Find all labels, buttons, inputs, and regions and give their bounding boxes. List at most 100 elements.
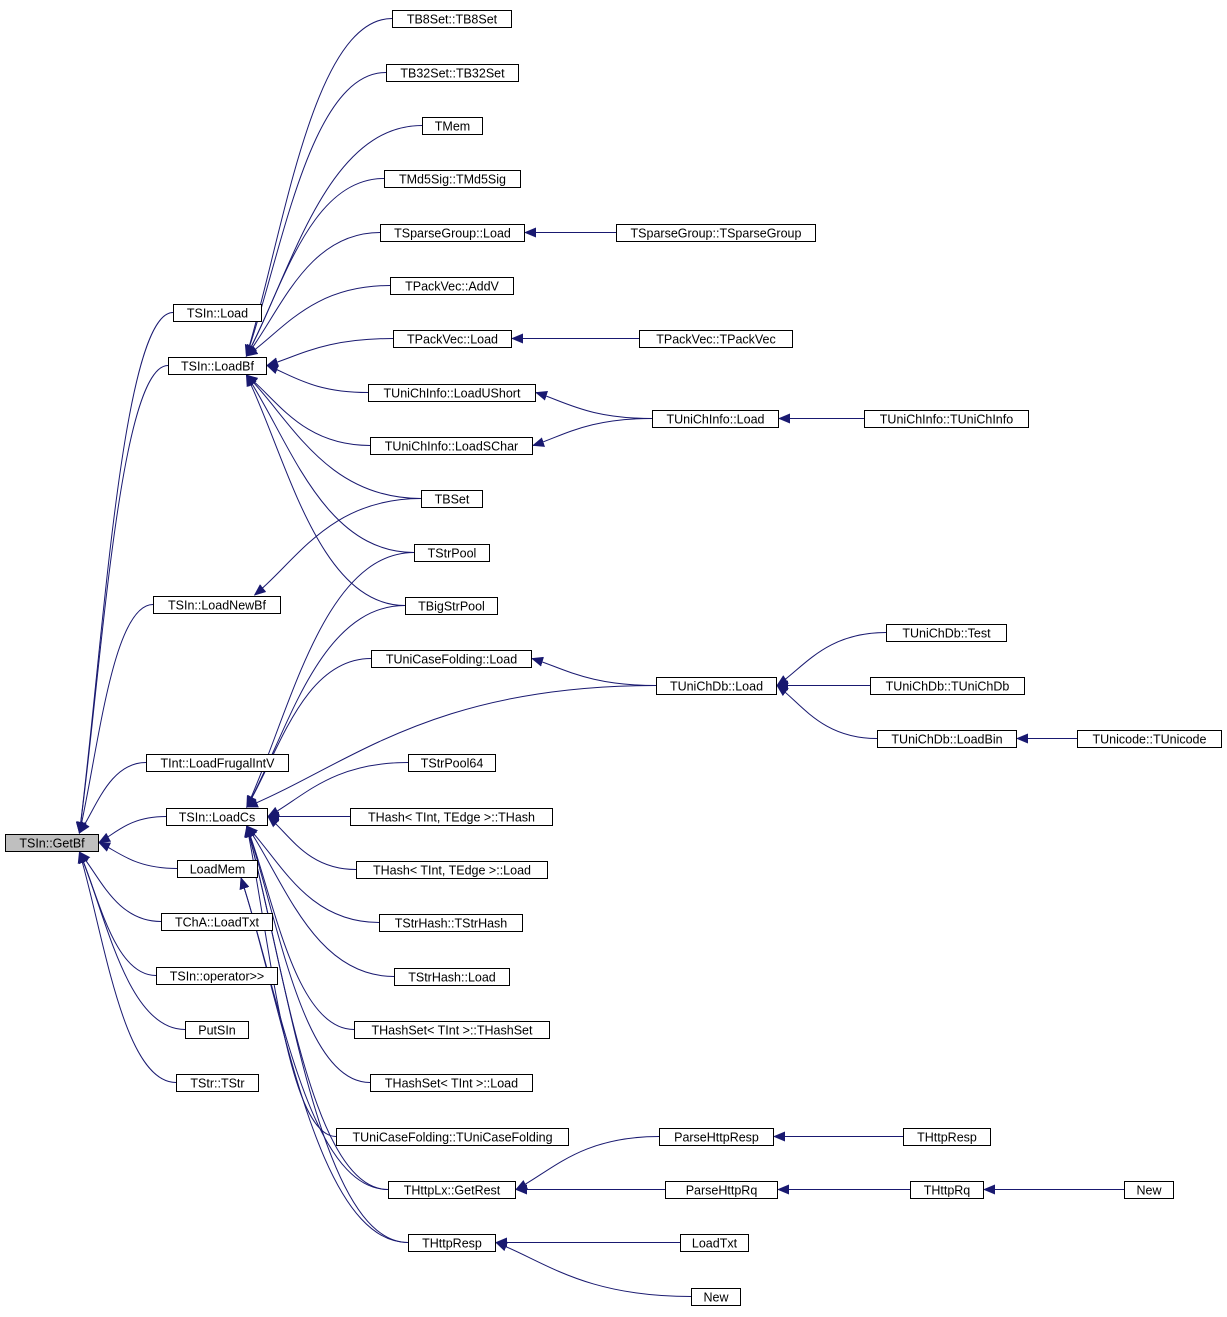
node-box: [384, 170, 521, 188]
node-tb32-set[interactable]: TB32Set::TB32Set: [386, 64, 519, 82]
node-tstr[interactable]: TStr::TStr: [176, 1074, 259, 1092]
node-sin-load[interactable]: TSIn::Load: [173, 304, 262, 322]
node-tmem[interactable]: TMem: [422, 117, 483, 135]
node-box: [153, 596, 281, 614]
node-label: TB32Set::TB32Set: [400, 67, 505, 81]
edge-sparse-group-load-to-load-bf: [245, 232, 381, 357]
edge-load-frugal-to-get-bf: [78, 762, 147, 834]
edges-layer: [75, 18, 1124, 1297]
node-box: [652, 410, 779, 428]
edge-tb8-set-to-load-bf: [244, 18, 393, 357]
edge-load-ushort-to-load-bf: [266, 364, 369, 393]
node-label: LoadTxt: [692, 1237, 738, 1251]
node-thash-thash[interactable]: THash< TInt, TEdge >::THash: [350, 808, 553, 826]
nodes-layer: TSIn::GetBf TSIn::LoadTSIn::LoadBfTSIn::L…: [5, 10, 1222, 1306]
node-box: [877, 730, 1017, 748]
node-tbset[interactable]: TBSet: [421, 490, 483, 508]
node-load-txt[interactable]: LoadTxt: [680, 1234, 749, 1252]
node-thash-set-load[interactable]: THashSet< TInt >::Load: [370, 1074, 533, 1092]
edge-uni-ch-db-load-to-load-cs: [245, 685, 657, 808]
node-parse-http-resp[interactable]: ParseHttpResp: [659, 1128, 774, 1146]
node-label: LoadMem: [190, 863, 246, 877]
node-load-mem[interactable]: LoadMem: [177, 860, 258, 878]
node-label: TStrPool: [428, 547, 477, 561]
node-tstr-pool[interactable]: TStrPool: [414, 544, 490, 562]
node-box: [414, 544, 490, 562]
node-label: THash< TInt, TEdge >::THash: [368, 811, 535, 825]
node-tb8-set[interactable]: TB8Set::TB8Set: [392, 10, 512, 28]
node-uni-ch-db-load-bin[interactable]: TUniChDb::LoadBin: [877, 730, 1017, 748]
node-load-frugal[interactable]: TInt::LoadFrugalIntV: [146, 754, 289, 772]
node-get-bf[interactable]: TSIn::GetBf: [5, 834, 99, 852]
node-box: [177, 860, 258, 878]
node-box: [161, 913, 273, 931]
node-load-new-bf[interactable]: TSIn::LoadNewBf: [153, 596, 281, 614]
node-label: TSIn::LoadNewBf: [168, 599, 266, 613]
node-unicode-ctor[interactable]: TUnicode::TUnicode: [1077, 730, 1222, 748]
edge-tb32-set-to-load-bf: [245, 72, 387, 357]
node-uni-ch-db-test[interactable]: TUniChDb::Test: [886, 624, 1007, 642]
node-label: TSIn::operator>>: [170, 970, 265, 984]
node-label: THashSet< TInt >::THashSet: [372, 1024, 533, 1038]
node-box: [5, 834, 99, 852]
node-label: TUniCaseFolding::TUniCaseFolding: [352, 1131, 552, 1145]
node-pack-vec-add-v[interactable]: TPackVec::AddV: [390, 277, 514, 295]
edge-uni-ch-db-test-to-uni-ch-db-load: [776, 632, 887, 687]
node-label: TUniCaseFolding::Load: [386, 653, 517, 667]
node-tstr-hash-load[interactable]: TStrHash::Load: [394, 968, 510, 986]
node-box: [870, 677, 1025, 695]
node-uni-ch-db-load[interactable]: TUniChDb::Load: [656, 677, 777, 695]
node-put-sin[interactable]: PutSIn: [185, 1021, 249, 1039]
node-label: TPackVec::Load: [407, 333, 498, 347]
node-label: TInt::LoadFrugalIntV: [161, 757, 276, 771]
node-get-rest[interactable]: THttpLx::GetRest: [388, 1181, 516, 1199]
node-tbig-str-pool[interactable]: TBigStrPool: [405, 597, 498, 615]
edge-load-schar-to-load-bf: [245, 374, 371, 446]
node-box: [405, 597, 498, 615]
edge-load-cs-to-get-bf: [98, 816, 167, 843]
node-uni-case-folding-ctor[interactable]: TUniCaseFolding::TUniCaseFolding: [336, 1128, 569, 1146]
node-thttp-resp-right[interactable]: THttpResp: [903, 1128, 991, 1146]
node-box: [903, 1128, 991, 1146]
node-box: [156, 967, 278, 985]
node-pack-vec-load[interactable]: TPackVec::Load: [393, 330, 512, 348]
node-label: TUniChDb::LoadBin: [891, 733, 1002, 747]
node-pack-vec-ctor[interactable]: TPackVec::TPackVec: [639, 330, 793, 348]
node-box: [616, 224, 816, 242]
node-box: [390, 277, 514, 295]
node-parse-http-rq[interactable]: ParseHttpRq: [665, 1181, 778, 1199]
node-sparse-group-load[interactable]: TSparseGroup::Load: [380, 224, 525, 242]
node-thash-set-thash-set[interactable]: THashSet< TInt >::THashSet: [354, 1021, 550, 1039]
node-box: [393, 330, 512, 348]
node-tstr-pool64[interactable]: TStrPool64: [408, 754, 496, 772]
node-box: [886, 624, 1007, 642]
node-thttp-rq[interactable]: THttpRq: [910, 1181, 984, 1199]
node-sparse-group-ctor[interactable]: TSparseGroup::TSparseGroup: [616, 224, 816, 242]
node-label: THttpResp: [422, 1237, 482, 1251]
node-load-schar[interactable]: TUniChInfo::LoadSChar: [370, 437, 533, 455]
node-box: [408, 1234, 496, 1252]
node-new1[interactable]: New: [691, 1288, 741, 1306]
node-ch-aload-txt[interactable]: TChA::LoadTxt: [161, 913, 273, 931]
node-uni-ch-info-ctor[interactable]: TUniChInfo::TUniChInfo: [864, 410, 1029, 428]
node-tstr-hash-tstr-hash[interactable]: TStrHash::TStrHash: [379, 914, 523, 932]
node-load-bf[interactable]: TSIn::LoadBf: [168, 357, 267, 375]
node-box: [185, 1021, 249, 1039]
edge-put-sin-to-get-bf: [78, 851, 186, 1030]
edge-pack-vec-load-to-load-bf: [266, 338, 394, 368]
node-new2[interactable]: New: [1124, 1181, 1174, 1199]
node-box: [659, 1128, 774, 1146]
node-box: [1124, 1181, 1174, 1199]
node-label: TBSet: [435, 493, 470, 507]
node-operator[interactable]: TSIn::operator>>: [156, 967, 278, 985]
node-uni-ch-db-ctor[interactable]: TUniChDb::TUniChDb: [870, 677, 1025, 695]
node-uni-ch-info-load[interactable]: TUniChInfo::Load: [652, 410, 779, 428]
node-thttp-resp-mid[interactable]: THttpResp: [408, 1234, 496, 1252]
node-load-cs[interactable]: TSIn::LoadCs: [166, 808, 268, 826]
node-load-ushort[interactable]: TUniChInfo::LoadUShort: [368, 384, 536, 402]
node-tmd5-sig[interactable]: TMd5Sig::TMd5Sig: [384, 170, 521, 188]
node-thash-load[interactable]: THash< TInt, TEdge >::Load: [356, 861, 548, 879]
node-label: THttpResp: [917, 1131, 977, 1145]
node-uni-case-folding-load[interactable]: TUniCaseFolding::Load: [371, 650, 532, 668]
node-box: [392, 10, 512, 28]
